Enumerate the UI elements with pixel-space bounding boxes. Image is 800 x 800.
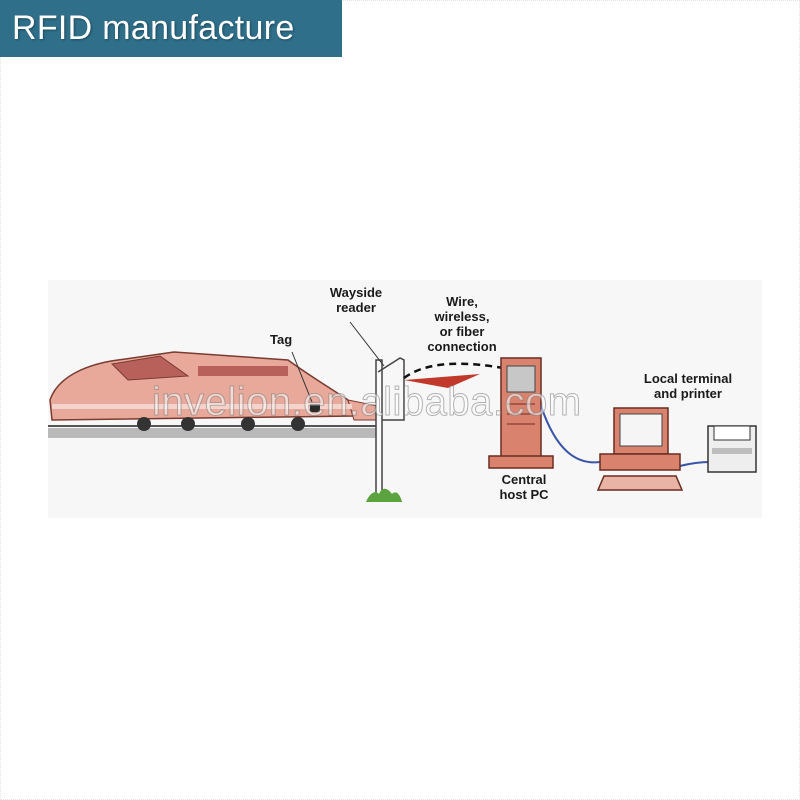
label-tag: Tag: [270, 332, 293, 347]
tag-pointer-line: [291, 351, 313, 403]
reader-antenna: [377, 357, 405, 421]
watermark-text: invelion.en.alibaba.com: [152, 380, 582, 425]
cable-to-printer: [679, 461, 711, 467]
label-connection: Wire, wireless, or fiber connection: [427, 294, 497, 354]
track-bed: [48, 428, 378, 438]
grass-tuft: [366, 488, 402, 502]
train-window-band: [198, 366, 288, 376]
printer-paper: [713, 425, 751, 441]
train-stripe: [52, 404, 352, 409]
label-central-host-pc: Central host PC: [499, 472, 549, 502]
terminal-screen: [619, 413, 663, 447]
signal-beam: [404, 374, 480, 388]
terminal-keyboard: [596, 475, 684, 491]
wire-connection-line: [403, 362, 504, 380]
label-local-terminal: Local terminal and printer: [643, 371, 733, 401]
pc-base: [488, 455, 554, 469]
local-terminal: [596, 407, 684, 491]
diagram-illustration: [48, 321, 757, 502]
printer-tray: [712, 448, 752, 454]
train-wheel: [181, 417, 195, 431]
brand-banner: RFID manufacture: [0, 0, 342, 57]
train-wheel: [291, 417, 305, 431]
train-illustration: [49, 351, 381, 431]
banner-title: RFID manufacture: [12, 9, 295, 47]
train-wheel: [137, 417, 151, 431]
label-wayside-reader: Wayside reader: [329, 285, 383, 315]
terminal-base: [599, 453, 681, 471]
rfid-tag: [310, 404, 320, 412]
train-wheel: [241, 417, 255, 431]
train-windshield: [110, 355, 190, 381]
pc-panel: [506, 365, 536, 393]
reader-pointer-line: [349, 321, 385, 367]
printer: [707, 425, 757, 473]
cable-to-terminal: [540, 405, 601, 464]
central-host-pc: [488, 357, 554, 469]
rfid-rail-diagram: Tag Wayside reader Wire, wireless, or fi…: [48, 280, 762, 518]
